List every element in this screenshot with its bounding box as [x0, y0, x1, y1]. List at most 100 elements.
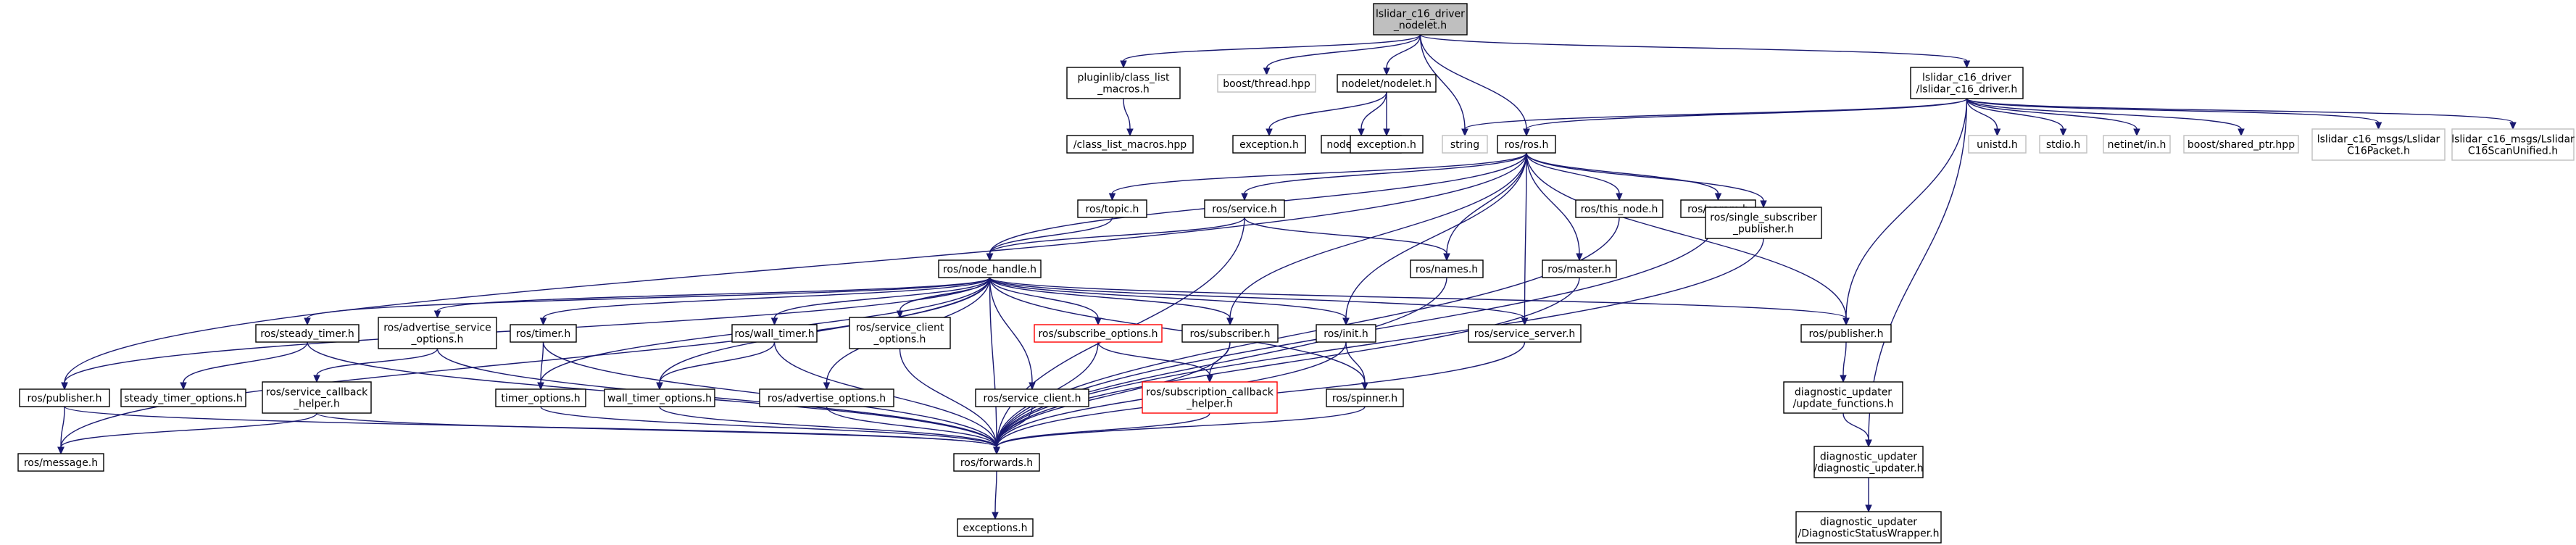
edge-service-to-names	[1244, 217, 1450, 262]
node-label: diagnostic_updater	[1820, 452, 1917, 463]
node-classlisthpp[interactable]: /class_list_macros.hpp	[1066, 135, 1194, 154]
node-nodehandle[interactable]: ros/node_handle.h	[938, 259, 1042, 278]
node-label: ros/subscriber.h	[1189, 328, 1270, 340]
node-spinner[interactable]: ros/spinner.h	[1326, 388, 1404, 407]
node-box	[1442, 135, 1488, 154]
node-exceptions[interactable]: exceptions.h	[957, 518, 1034, 537]
node-walltimer[interactable]: ros/wall_timer.h	[731, 324, 818, 343]
node-service[interactable]: ros/service.h	[1204, 199, 1285, 218]
node-box	[1373, 3, 1468, 36]
node-label: ros/advertise_service	[383, 323, 491, 334]
node-pluginlib[interactable]: pluginlib/class_list_macros.h	[1066, 67, 1181, 99]
edge-timeropts-to-forwards	[540, 406, 1000, 455]
node-label: /lslidar_c16_driver.h	[1916, 84, 2018, 96]
node-label: ros/service_callback	[266, 387, 368, 399]
node-exception2[interactable]: exception.h	[1350, 135, 1424, 154]
nodes-layer: lslidar_c16_driver_nodelet.h pluginlib/cl…	[17, 3, 2575, 544]
edge-nodelet-to-exception1	[1266, 91, 1387, 137]
edge-rosh-to-param	[1526, 152, 1722, 201]
node-nodelet[interactable]: nodelet/nodelet.h	[1337, 74, 1437, 93]
node-box	[1410, 259, 1484, 278]
edge-driverh-to-rosh	[1523, 98, 1968, 137]
node-label: ros/master.h	[1547, 264, 1611, 275]
node-label: ros/ros.h	[1505, 139, 1549, 151]
edge-rosh-to-service	[1241, 152, 1527, 201]
node-rosh[interactable]: ros/ros.h	[1497, 135, 1556, 154]
node-label: lslidar_c16_msgs/Lslidar	[2451, 134, 2575, 146]
edge-timer-to-timeropts	[537, 341, 544, 391]
edge-init-to-spinner	[1345, 341, 1368, 391]
edge-root-to-rosh	[1419, 34, 1530, 137]
node-subcbhelper[interactable]: ros/subscription_callback_helper.h	[1142, 381, 1278, 414]
node-box	[759, 388, 894, 407]
node-label: _macros.h	[1097, 84, 1150, 96]
node-message[interactable]: ros/message.h	[17, 453, 104, 472]
node-timer[interactable]: ros/timer.h	[510, 324, 577, 343]
node-timeropts[interactable]: timer_options.h	[495, 388, 586, 407]
node-svcserver[interactable]: ros/service_server.h	[1468, 324, 1582, 343]
node-root[interactable]: lslidar_c16_driver_nodelet.h	[1373, 3, 1468, 36]
node-label: ros/names.h	[1416, 264, 1478, 275]
node-label: /DiagnosticStatusWrapper.h	[1798, 528, 1939, 540]
node-master[interactable]: ros/master.h	[1542, 259, 1617, 278]
node-thisnode[interactable]: ros/this_node.h	[1575, 199, 1663, 218]
node-advopts[interactable]: ros/advertise_options.h	[759, 388, 894, 407]
node-svcclient[interactable]: ros/service_client.h	[975, 388, 1089, 407]
node-box	[1034, 324, 1163, 343]
node-svcclientopts[interactable]: ros/service_client_options.h	[849, 317, 951, 349]
node-advservopts[interactable]: ros/advertise_service_options.h	[378, 317, 497, 349]
node-label: string	[1450, 139, 1479, 151]
node-driverh[interactable]: lslidar_c16_driver/lslidar_c16_driver.h	[1910, 67, 2024, 99]
node-label: diagnostic_updater	[1820, 517, 1917, 528]
node-box	[2311, 128, 2446, 161]
node-init[interactable]: ros/init.h	[1316, 324, 1376, 343]
node-box	[262, 381, 372, 414]
node-subopts[interactable]: ros/subscribe_options.h	[1034, 324, 1163, 343]
node-subscriber[interactable]: ros/subscriber.h	[1181, 324, 1279, 343]
node-publisher2[interactable]: ros/publisher.h	[1800, 324, 1892, 343]
node-label: C16ScanUnified.h	[2468, 146, 2558, 157]
node-walltimeropts[interactable]: wall_timer_options.h	[604, 388, 715, 407]
node-label: ros/service.h	[1212, 204, 1277, 215]
node-label: ros/topic.h	[1086, 204, 1139, 215]
node-label: ros/publisher.h	[1808, 328, 1883, 340]
node-box	[938, 259, 1042, 278]
node-box	[378, 317, 497, 349]
node-box	[1783, 381, 1903, 414]
edge-driverh-to-string	[1461, 98, 1968, 137]
node-box	[1575, 199, 1663, 218]
node-singlesub[interactable]: ros/single_subscriber_publisher.h	[1705, 207, 1822, 239]
node-steadytimer[interactable]: ros/steady_timer.h	[255, 324, 360, 343]
node-box	[1077, 199, 1147, 218]
node-svccbhelper[interactable]: ros/service_callback_helper.h	[262, 381, 372, 414]
node-label: ros/steady_timer.h	[260, 328, 354, 340]
node-forwards[interactable]: ros/forwards.h	[953, 453, 1040, 472]
edge-nodehandle-to-advservopts	[433, 277, 991, 319]
node-names[interactable]: ros/names.h	[1410, 259, 1484, 278]
node-steadytimeropts[interactable]: steady_timer_options.h	[120, 388, 246, 407]
node-diagupdfn[interactable]: diagnostic_updater/update_functions.h	[1783, 381, 1903, 414]
node-label: _nodelet.h	[1393, 20, 1447, 32]
node-topic[interactable]: ros/topic.h	[1077, 199, 1147, 218]
node-label: ros/forwards.h	[960, 457, 1033, 469]
node-diagupd[interactable]: diagnostic_updater/diagnostic_updater.h	[1813, 446, 1924, 478]
node-string: string	[1442, 135, 1488, 154]
node-publisher1[interactable]: ros/publisher.h	[19, 388, 110, 407]
node-box	[1468, 324, 1582, 343]
node-label: exceptions.h	[963, 523, 1027, 534]
node-label: _options.h	[411, 334, 464, 346]
node-exception1[interactable]: exception.h	[1232, 135, 1306, 154]
node-label: lslidar_c16_driver	[1376, 9, 1465, 20]
node-box	[1968, 135, 2027, 154]
edge-rosh-to-svcserver	[1521, 152, 1529, 326]
node-label: steady_timer_options.h	[124, 393, 242, 404]
node-box	[731, 324, 818, 343]
edge-advopts-to-forwards	[826, 406, 1000, 455]
node-diagwrap[interactable]: diagnostic_updater/DiagnosticStatusWrapp…	[1795, 511, 1942, 544]
edge-driverh-to-netinet	[1966, 98, 2140, 137]
node-box	[1181, 324, 1279, 343]
edge-forwards-to-exceptions	[992, 470, 999, 520]
node-label: /class_list_macros.hpp	[1073, 139, 1187, 151]
edge-svccbhelper-to-message	[57, 412, 317, 455]
node-label: boost/shared_ptr.hpp	[2187, 139, 2295, 151]
